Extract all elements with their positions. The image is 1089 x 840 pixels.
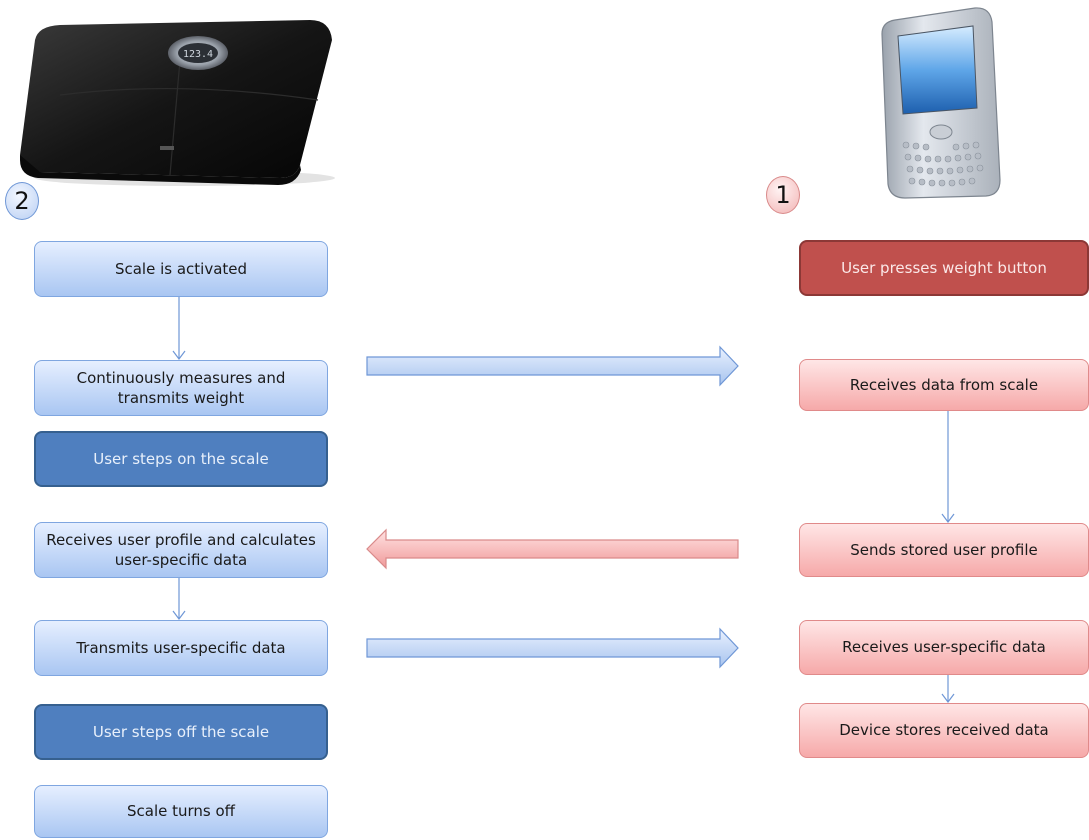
bathroom-scale-icon: 123.4 xyxy=(20,20,335,186)
phone-step-sends-profile: Sends stored user profile xyxy=(799,523,1089,577)
phone-step-receives-data: Receives data from scale xyxy=(799,359,1089,411)
scale-step-measures: Continuously measures and transmits weig… xyxy=(34,360,328,416)
scale-step-turns-off: Scale turns off xyxy=(34,785,328,838)
scale-step-user-steps-on: User steps on the scale xyxy=(34,431,328,487)
mobile-phone-icon xyxy=(881,7,1001,199)
phone-step-receives-user-data: Receives user-specific data xyxy=(799,620,1089,675)
scale-step-receives-profile: Receives user profile and calculates use… xyxy=(34,522,328,578)
step-badge-scale: 2 xyxy=(5,182,39,220)
step-badge-phone: 1 xyxy=(766,176,800,214)
arrow-profile-to-scale xyxy=(366,528,739,570)
arrow-weight-to-phone xyxy=(366,345,739,387)
phone-step-stores-data: Device stores received data xyxy=(799,703,1089,758)
scale-step-transmits-data: Transmits user-specific data xyxy=(34,620,328,676)
phone-step-presses-button: User presses weight button xyxy=(799,240,1089,296)
scale-step-user-steps-off: User steps off the scale xyxy=(34,704,328,760)
scale-step-activated: Scale is activated xyxy=(34,241,328,297)
svg-text:123.4: 123.4 xyxy=(183,49,213,60)
arrow-userdata-to-phone xyxy=(366,627,739,669)
